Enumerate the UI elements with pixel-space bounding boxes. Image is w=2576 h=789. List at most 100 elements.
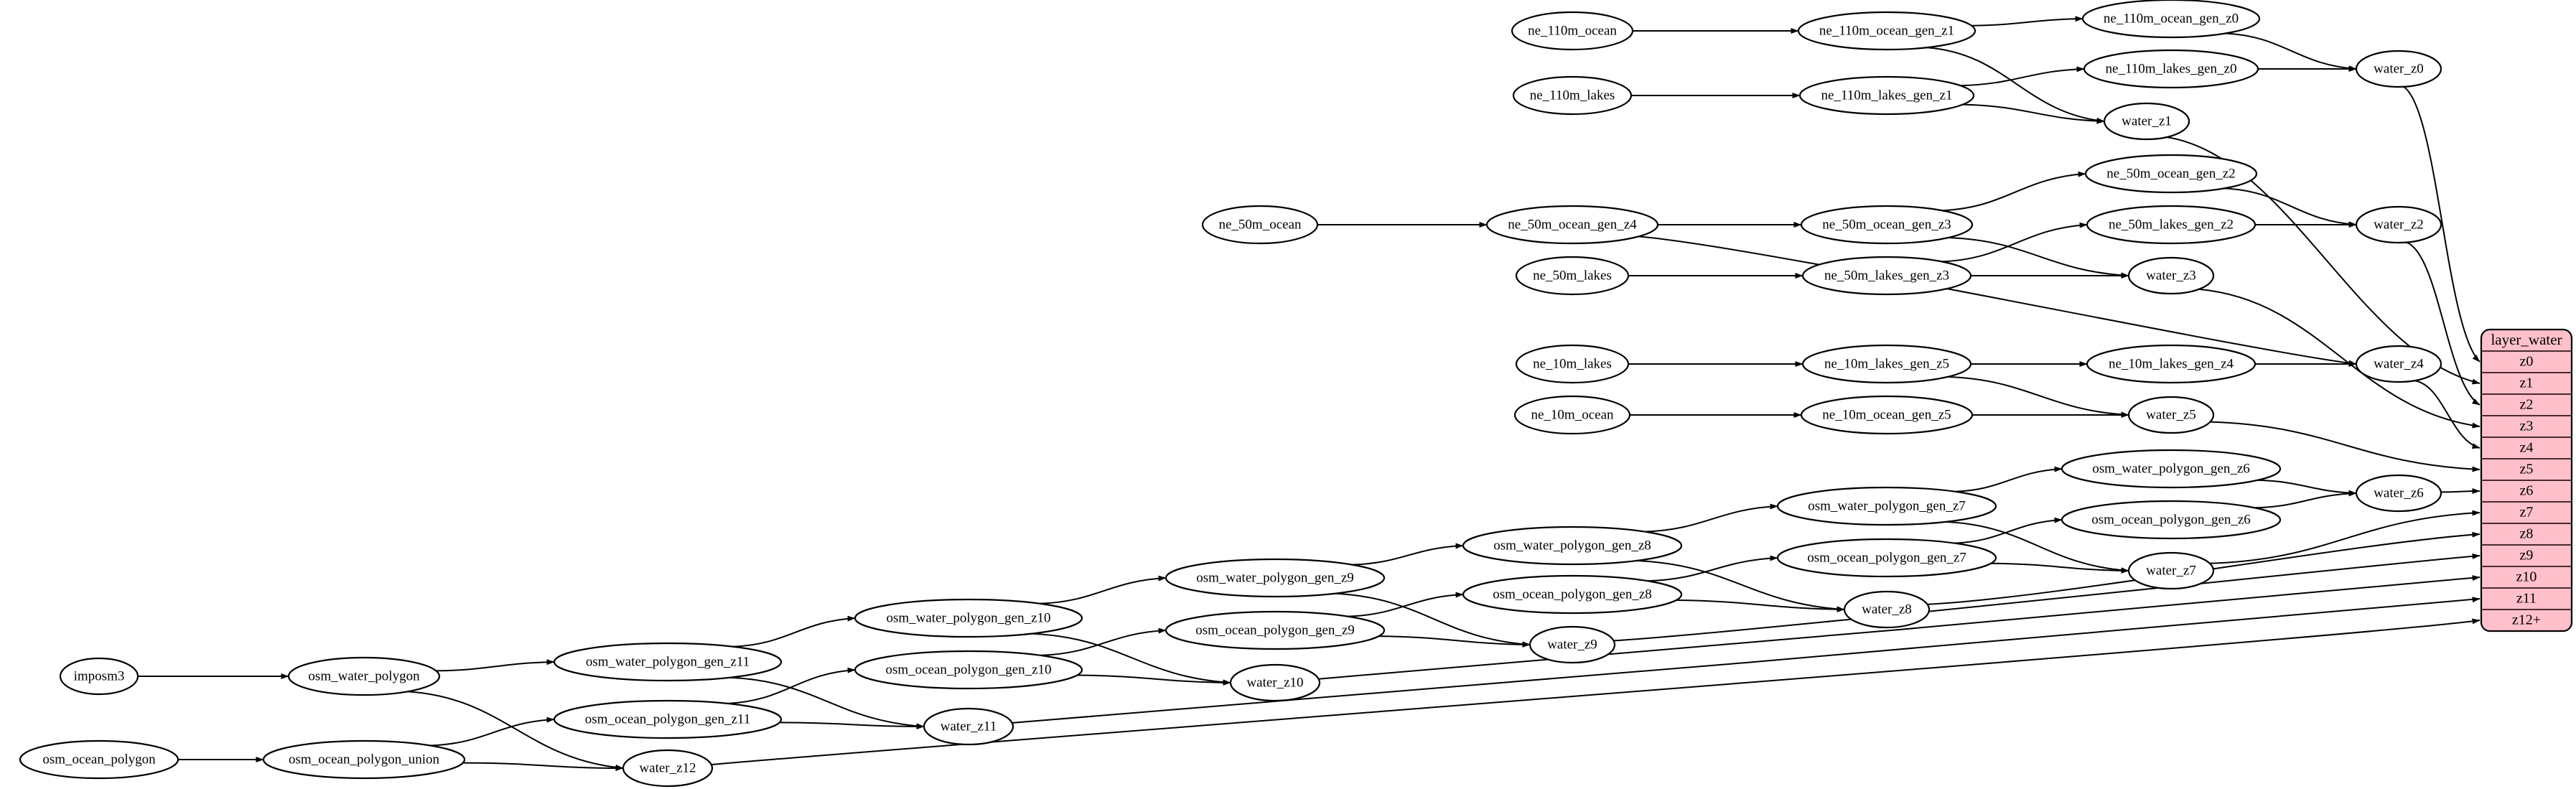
graph-node-osm-ocean-polygon[interactable]: osm_ocean_polygon xyxy=(19,739,179,780)
graph-node-ne-50m-lakes[interactable]: ne_50m_lakes xyxy=(1515,256,1630,296)
graph-node-osm-water-polygon-gen-z6[interactable]: osm_water_polygon_gen_z6 xyxy=(2061,449,2282,489)
node-shape xyxy=(1776,486,1997,526)
graph-node-ne-50m-lakes-gen-z3[interactable]: ne_50m_lakes_gen_z3 xyxy=(1801,256,1972,296)
graph-edge-osm-ocean-polygon-gen-z11-to-water-z11 xyxy=(779,722,925,729)
graph-node-osm-ocean-polygon-gen-z8[interactable]: osm_ocean_polygon_gen_z8 xyxy=(1462,574,1683,615)
graph-node-water-z4[interactable]: water_z4 xyxy=(2355,345,2442,383)
node-shape xyxy=(2355,474,2442,513)
graph-edge-ne-110m-ocean-gen-z1-to-water-z1 xyxy=(1926,47,2105,123)
graph-node-water-z10[interactable]: water_z10 xyxy=(1229,663,1321,702)
graph-node-ne-110m-lakes[interactable]: ne_110m_lakes xyxy=(1512,75,1633,116)
node-shape xyxy=(1485,205,1659,245)
graph-node-ne-110m-lakes-gen-z0[interactable]: ne_110m_lakes_gen_z0 xyxy=(2083,49,2259,89)
graph-edge-water-z9-to-layer-water-z9 xyxy=(1613,553,2481,642)
graph-node-ne-10m-lakes-gen-z4[interactable]: ne_10m_lakes_gen_z4 xyxy=(2086,344,2257,384)
graph-node-water-z5[interactable]: water_z5 xyxy=(2127,396,2215,434)
graph-node-ne-110m-lakes-gen-z1[interactable]: ne_110m_lakes_gen_z1 xyxy=(1798,75,1975,116)
graph-node-ne-10m-lakes-gen-z5[interactable]: ne_10m_lakes_gen_z5 xyxy=(1801,344,1972,384)
node-shape xyxy=(1843,590,1931,629)
graph-node-osm-water-polygon-gen-z8[interactable]: osm_water_polygon_gen_z8 xyxy=(1462,526,1683,566)
node-layer: ne_110m_ocean ne_110m_ocean_gen_z1 ne_110m… xyxy=(19,0,2442,788)
graph-node-osm-water-polygon[interactable]: osm_water_polygon xyxy=(287,656,441,696)
graph-node-ne-50m-ocean[interactable]: ne_50m_ocean xyxy=(1201,205,1319,245)
graph-node-water-z2[interactable]: water_z2 xyxy=(2355,205,2442,244)
graph-node-ne-10m-ocean[interactable]: ne_10m_ocean xyxy=(1513,395,1631,435)
graph-node-water-z7[interactable]: water_z7 xyxy=(2127,551,2215,590)
node-shape xyxy=(2355,50,2442,88)
graph-edge-ne-50m-ocean-gen-z3-to-water-z3 xyxy=(1948,237,2129,279)
graph-node-osm-water-polygon-gen-z9[interactable]: osm_water_polygon_gen_z9 xyxy=(1165,558,1386,598)
node-shape xyxy=(1800,395,1974,435)
graph-node-water-z11[interactable]: water_z11 xyxy=(923,707,1014,746)
node-shape xyxy=(1512,75,1633,116)
graph-node-water-z9[interactable]: water_z9 xyxy=(1529,625,1616,664)
graph-edge-osm-ocean-polygon-gen-z8-to-water-z8 xyxy=(1676,599,1845,612)
graph-edge-osm-water-polygon-to-osm-water-polygon-gen-z11 xyxy=(436,659,555,672)
graph-edge-osm-ocean-polygon-gen-z9-to-osm-ocean-polygon-gen-z8 xyxy=(1348,592,1464,617)
node-shape xyxy=(2355,205,2442,244)
edge-layer xyxy=(138,16,2481,771)
graph-node-water-z8[interactable]: water_z8 xyxy=(1843,590,1931,629)
graph-edge-ne-50m-ocean-gen-z2-to-water-z2 xyxy=(2223,187,2357,228)
graph-edge-osm-ocean-polygon-gen-z10-to-water-z10 xyxy=(1077,674,1231,686)
node-shape xyxy=(1776,538,1997,578)
graph-node-osm-water-polygon-gen-z7[interactable]: osm_water_polygon_gen_z7 xyxy=(1776,486,1997,526)
graph-node-osm-ocean-polygon-union[interactable]: osm_ocean_polygon_union xyxy=(262,739,466,780)
node-shape xyxy=(1797,11,1977,51)
graph-edge-ne-50m-ocean-gen-z4-to-water-z4 xyxy=(1638,235,2357,366)
node-shape xyxy=(2086,205,2257,245)
graph-node-water-z1[interactable]: water_z1 xyxy=(2103,102,2190,141)
graph-edge-water-z5-to-layer-water-z5 xyxy=(2210,421,2481,472)
graph-node-osm-ocean-polygon-gen-z11[interactable]: osm_ocean_polygon_gen_z11 xyxy=(553,699,783,739)
graph-node-osm-ocean-polygon-gen-z7[interactable]: osm_ocean_polygon_gen_z7 xyxy=(1776,538,1997,578)
graph-node-osm-water-polygon-gen-z10[interactable]: osm_water_polygon_gen_z10 xyxy=(854,598,1083,638)
node-shape xyxy=(1801,344,1972,384)
graph-edge-osm-ocean-polygon-gen-z9-to-water-z9 xyxy=(1378,635,1531,648)
graph-node-ne-50m-lakes-gen-z2[interactable]: ne_50m_lakes_gen_z2 xyxy=(2086,205,2257,245)
node-shape xyxy=(553,699,783,739)
graph-node-ne-50m-ocean-gen-z2[interactable]: ne_50m_ocean_gen_z2 xyxy=(2084,154,2258,194)
graph-node-ne-10m-ocean-gen-z5[interactable]: ne_10m_ocean_gen_z5 xyxy=(1800,395,1974,435)
node-shape xyxy=(1462,526,1683,566)
node-shape xyxy=(1165,610,1386,650)
graph-edge-water-z2-to-layer-water-z2 xyxy=(2406,241,2481,406)
graph-edge-osm-water-polygon-gen-z9-to-water-z9 xyxy=(1335,592,1531,648)
graph-node-ne-10m-lakes[interactable]: ne_10m_lakes xyxy=(1515,344,1630,384)
graph-node-water-z6[interactable]: water_z6 xyxy=(2355,474,2442,513)
graph-edge-osm-ocean-polygon-gen-z11-to-osm-ocean-polygon-gen-z10 xyxy=(727,667,856,704)
graph-node-water-z0[interactable]: water_z0 xyxy=(2355,50,2442,88)
node-shape xyxy=(19,739,179,780)
node-shape xyxy=(854,598,1083,638)
graph-edge-water-z0-to-layer-water-z0 xyxy=(2403,85,2481,363)
graph-node-ne-110m-ocean-gen-z0[interactable]: ne_110m_ocean_gen_z0 xyxy=(2081,0,2261,39)
graph-node-ne-50m-ocean-gen-z4[interactable]: ne_50m_ocean_gen_z4 xyxy=(1485,205,1659,245)
graph-edge-osm-water-polygon-gen-z10-to-water-z10 xyxy=(1031,632,1231,686)
graph-node-imposm3[interactable]: imposm3 xyxy=(59,657,139,696)
graph-node-water-z12[interactable]: water_z12 xyxy=(622,749,714,788)
node-shape xyxy=(1515,344,1630,384)
node-shape xyxy=(2083,49,2259,89)
graph-edge-ne-10m-lakes-gen-z5-to-water-z5 xyxy=(1947,375,2129,418)
graph-node-osm-ocean-polygon-gen-z10[interactable]: osm_ocean_polygon_gen_z10 xyxy=(854,650,1083,690)
graph-edge-osm-water-polygon-gen-z7-to-osm-water-polygon-gen-z6 xyxy=(1955,466,2063,492)
graph-edge-ne-110m-ocean-gen-z1-to-ne-110m-ocean-gen-z0 xyxy=(1971,16,2083,27)
node-shape xyxy=(1165,558,1386,598)
graph-node-ne-50m-ocean-gen-z3[interactable]: ne_50m_ocean_gen_z3 xyxy=(1800,205,1974,245)
graph-node-water-z3[interactable]: water_z3 xyxy=(2127,256,2215,295)
node-shape xyxy=(287,656,441,696)
graph-node-osm-water-polygon-gen-z11[interactable]: osm_water_polygon_gen_z11 xyxy=(553,642,783,682)
graph-edge-osm-ocean-polygon-gen-z10-to-osm-ocean-polygon-gen-z9 xyxy=(1040,627,1167,656)
node-shape xyxy=(622,749,714,788)
graph-node-osm-ocean-polygon-gen-z9[interactable]: osm_ocean_polygon_gen_z9 xyxy=(1165,610,1386,650)
node-shape xyxy=(262,739,466,780)
node-shape xyxy=(1201,205,1319,245)
graph-edge-ne-50m-lakes-gen-z3-to-ne-50m-lakes-gen-z2 xyxy=(1941,222,2088,263)
node-shape xyxy=(1513,395,1631,435)
graph-edge-osm-ocean-polygon-union-to-osm-ocean-polygon-gen-z11 xyxy=(430,716,555,747)
graph-node-ne-110m-ocean-gen-z1[interactable]: ne_110m_ocean_gen_z1 xyxy=(1797,11,1977,51)
graph-node-ne-110m-ocean[interactable]: ne_110m_ocean xyxy=(1511,11,1634,51)
graph-edge-water-z6-to-layer-water-z6 xyxy=(2440,488,2481,495)
graph-node-osm-ocean-polygon-gen-z6[interactable]: osm_ocean_polygon_gen_z6 xyxy=(2061,500,2282,540)
graph-edge-ne-110m-lakes-gen-z1-to-ne-110m-lakes-gen-z0 xyxy=(1960,66,2085,87)
